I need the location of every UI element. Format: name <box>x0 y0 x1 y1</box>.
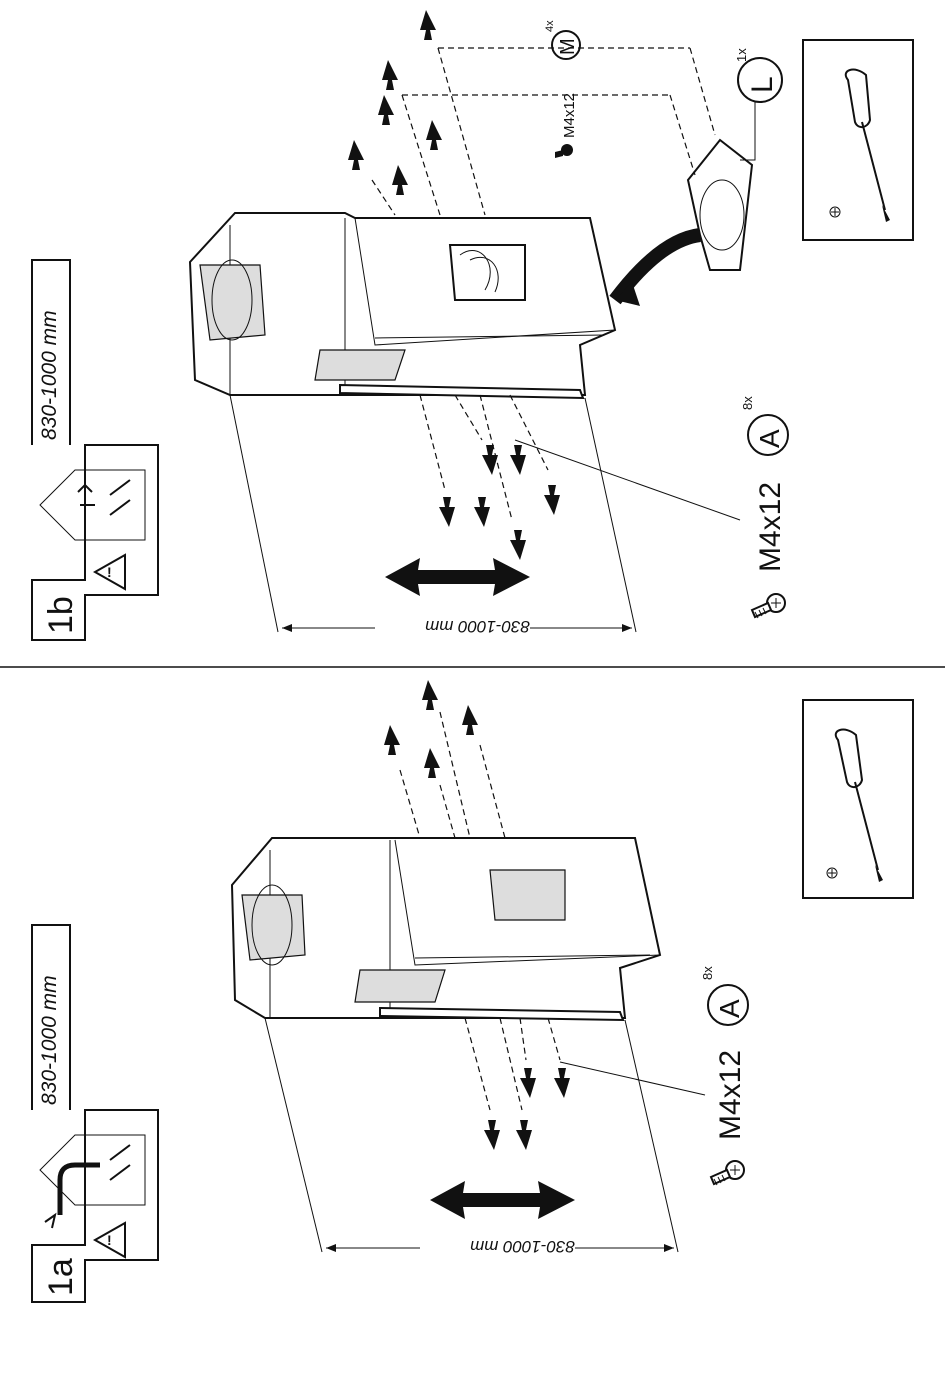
hood-pictogram <box>40 1135 145 1228</box>
step-label: 1b <box>42 596 80 634</box>
step-label-box: 1a 830-1000 mm <box>32 925 158 1302</box>
warning-triangle-icon: ! <box>95 1223 125 1257</box>
screw-spec: M4x12 <box>754 482 787 572</box>
screw-spec: M4x12 <box>714 1050 747 1140</box>
screw-guides-top <box>400 712 505 838</box>
extra-screw-ref: M <box>557 38 579 55</box>
dimension-text: 830-1000 mm <box>470 1237 575 1256</box>
screw-callout-a: M4x12 A 8x <box>700 966 748 1140</box>
extra-screw-qty: 4x <box>544 20 556 32</box>
screw-callout-a: M4x12 A 8x <box>740 396 788 572</box>
screw-callout-m: M4x12 M 4x <box>544 20 580 158</box>
dimension-line: 830-1000 mm <box>230 395 636 637</box>
double-arrow-icon <box>430 1181 575 1219</box>
tool-box <box>803 40 913 240</box>
hood-pictogram <box>40 470 145 540</box>
step-label: 1a <box>42 1258 80 1296</box>
screw-ref: A <box>754 429 785 448</box>
step-label-box: 1b 830-1000 mm <box>32 260 158 640</box>
screw-icon <box>711 1161 744 1185</box>
step-1a: 1a 830-1000 mm ! <box>32 680 913 1302</box>
screw-ref: A <box>714 999 745 1018</box>
dimension-line: 830-1000 mm <box>265 1018 678 1257</box>
screw-qty: 8x <box>740 396 755 410</box>
phillips-head-icon <box>827 868 837 878</box>
screw-qty: 8x <box>700 966 715 980</box>
flange-part <box>615 140 752 306</box>
screw-guides-top <box>372 48 715 215</box>
warning-triangle-icon: ! <box>95 555 125 589</box>
part-qty: 1x <box>734 48 749 62</box>
tool-box <box>803 700 913 898</box>
svg-text:!: ! <box>107 564 112 580</box>
dimension-text: 830-1000 mm <box>425 617 530 636</box>
hood-unit <box>232 838 660 1020</box>
hood-unit <box>190 213 615 398</box>
screw-guides-bottom <box>420 395 740 520</box>
part-callout-l: L 1x <box>734 48 782 160</box>
range-label: 830-1000 mm <box>38 310 61 440</box>
double-arrow-icon <box>385 558 530 596</box>
screw-guides-bottom <box>465 1018 705 1110</box>
small-screw-icon <box>555 144 573 158</box>
range-label: 830-1000 mm <box>38 975 61 1105</box>
part-ref: L <box>746 76 779 93</box>
screw-icon <box>752 594 785 618</box>
phillips-head-icon <box>830 207 840 217</box>
svg-text:!: ! <box>107 1232 112 1248</box>
extra-screw-spec: M4x12 <box>561 93 578 138</box>
step-1b: 1b 830-1000 mm ! <box>32 10 913 640</box>
